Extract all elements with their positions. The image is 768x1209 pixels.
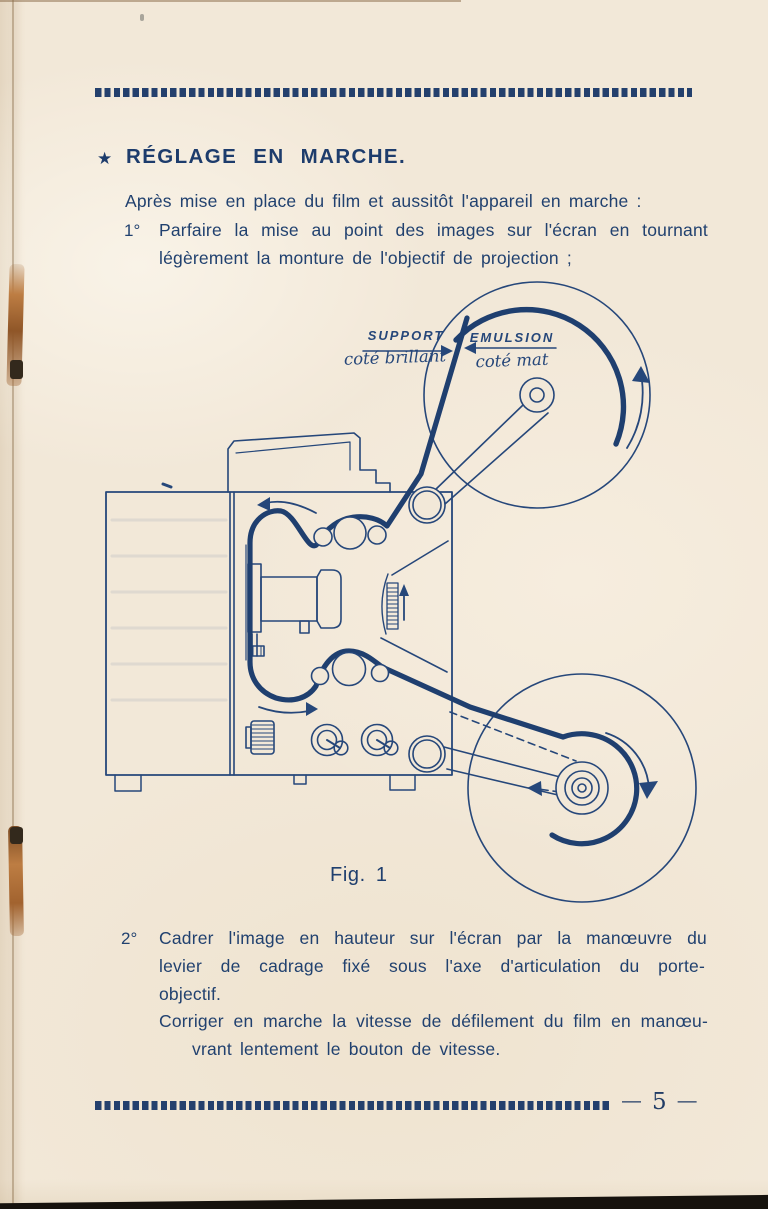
page-number-dash-left: — xyxy=(622,1091,641,1112)
item1-line1: Parfaire la mise au point des images sur… xyxy=(159,220,708,240)
para2-line1: Corriger en marche la vitesse de défilem… xyxy=(159,1011,708,1031)
paper-speck xyxy=(140,14,144,21)
list-marker-2: 2° xyxy=(121,929,138,948)
film-support-label: SUPPORT xyxy=(367,328,445,343)
item2-line2: levier de cadrage fixé sous l'axe d'arti… xyxy=(159,956,705,976)
film-emulsion-sublabel: coté mat xyxy=(475,349,549,372)
decorative-rule-bottom xyxy=(95,1101,612,1110)
item1-line2: légèrement la monture de l'objectif de p… xyxy=(159,248,572,268)
page-number: 5 xyxy=(652,1089,667,1115)
list-marker-1: 1° xyxy=(124,221,141,240)
scan-edge-top xyxy=(0,0,461,2)
staple-hole-top xyxy=(10,360,23,379)
page-number-dash-right: — xyxy=(677,1091,697,1112)
staple-hole-bottom xyxy=(10,827,23,844)
projector-diagram xyxy=(105,281,697,903)
para2-line2: vrant lentement le bouton de vitesse. xyxy=(192,1039,501,1059)
film-emulsion-label: EMULSION xyxy=(469,330,555,345)
item2-line3: objectif. xyxy=(159,984,222,1004)
page-number-block: — 5 — xyxy=(622,1089,697,1115)
page-binding-crease xyxy=(12,0,14,1209)
scan-edge-bottom xyxy=(0,1194,768,1209)
intro-paragraph: Après mise en place du film et aussitôt … xyxy=(125,191,642,211)
section-heading: RÉGLAGE EN MARCHE. xyxy=(126,145,407,168)
figure-caption: Fig. 1 xyxy=(330,864,388,886)
item2-line1: Cadrer l'image en hauteur sur l'écran pa… xyxy=(159,928,707,948)
star-icon: ★ xyxy=(97,149,113,168)
decorative-rule-top xyxy=(95,88,692,97)
